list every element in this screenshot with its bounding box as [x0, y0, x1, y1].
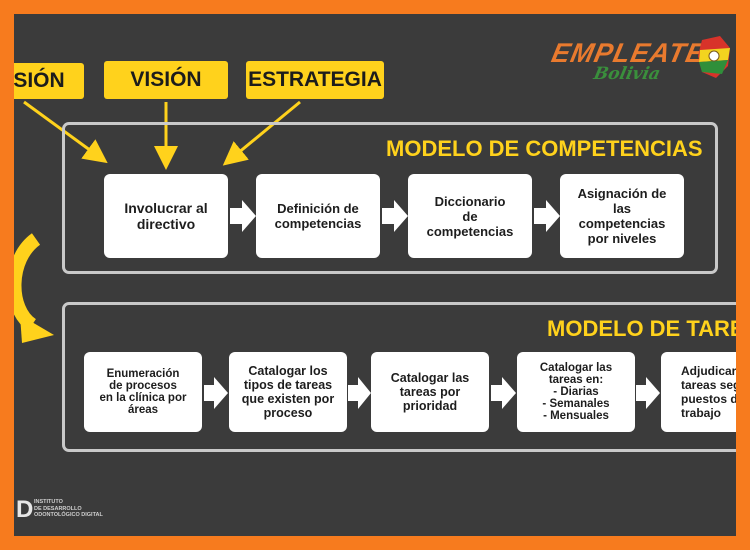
arrow-t3-t4 [491, 377, 516, 409]
arrow-1-2 [230, 200, 256, 232]
arrows-row-2 [204, 377, 660, 409]
arrows-row-1 [230, 200, 560, 232]
arrow-t4-t5 [636, 377, 660, 409]
bolivia-map-icon [698, 36, 730, 78]
step-catalogar-prioridad: Catalogar las tareas por prioridad [371, 352, 489, 432]
arrow-estrategia [222, 100, 301, 166]
label-mision: SIÓN [14, 63, 84, 99]
institute-name: INSTITUTO DE DESARROLLO ODONTOLÓGICO DIG… [34, 499, 103, 518]
arrow-mision [23, 100, 108, 164]
label-vision: VISIÓN [104, 61, 228, 99]
frame-modelo-tareas [62, 302, 736, 452]
arrow-2-3 [382, 200, 408, 232]
label-arrows [23, 100, 301, 170]
step-involucrar: Involucrar al directivo [104, 174, 228, 258]
step-catalogar-frecuencia: Catalogar las tareas en: - Diarias - Sem… [517, 352, 635, 432]
arrow-3-4 [534, 200, 560, 232]
institute-logo: D INSTITUTO DE DESARROLLO ODONTOLÓGICO D… [16, 496, 136, 526]
title-modelo-competencias: MODELO DE COMPETENCIAS [386, 136, 703, 161]
step-diccionario: Diccionario de competencias [408, 174, 532, 258]
institute-mark-icon: D [16, 496, 34, 523]
label-estrategia: ESTRATEGIA [246, 61, 384, 99]
frame-modelo-competencias [62, 122, 718, 274]
step-asignacion: Asignación de las competencias por nivel… [560, 174, 684, 258]
diagram-canvas: SIÓN VISIÓN ESTRATEGIA MODELO DE COMPETE… [14, 14, 736, 536]
arrow-t2-t3 [348, 377, 371, 409]
step-adjudicar: Adjudicar tareas seg puestos d trabajo [661, 352, 736, 432]
step-catalogar-tipos: Catalogar los tipos de tareas que existe… [229, 352, 347, 432]
curved-transition-arrow [14, 233, 54, 343]
arrow-t1-t2 [204, 377, 228, 409]
step-definicion: Definición de competencias [256, 174, 380, 258]
step-enumeracion: Enumeración de procesos en la clínica po… [84, 352, 202, 432]
empleate-logo: EMPLEATE Bolivia [548, 26, 736, 88]
title-modelo-tareas: MODELO DE TAREAS [547, 316, 736, 341]
